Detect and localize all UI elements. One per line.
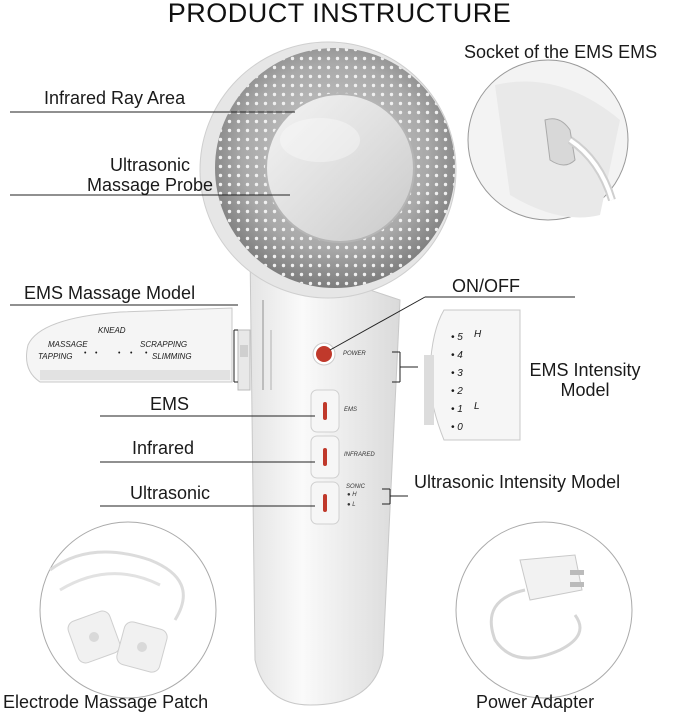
label-power-adapter: Power Adapter xyxy=(476,692,595,712)
label-ultrasonic-probe: Ultrasonic Massage Probe xyxy=(86,155,214,195)
device-sonic-l: ● L xyxy=(347,502,356,508)
device-ems-label: EMS xyxy=(344,407,358,413)
mode-dot: • xyxy=(95,350,98,357)
intensity-low: L xyxy=(474,401,480,412)
mode-knead: KNEAD xyxy=(98,326,126,335)
label-on-off: ON/OFF xyxy=(452,276,520,296)
mode-dot: • xyxy=(145,350,148,357)
label-ems-massage-model: EMS Massage Model xyxy=(24,283,196,303)
mode-massage: MASSAGE xyxy=(48,340,88,349)
intensity-level: • 2 xyxy=(451,386,463,397)
intensity-level: • 3 xyxy=(451,368,463,379)
intensity-levels: • 5 • 4 • 3 • 2 • 1 • 0 xyxy=(451,329,463,437)
mode-dot: • xyxy=(130,350,133,357)
intensity-level: • 0 xyxy=(451,422,463,433)
label-ems-intensity: EMS Intensity Model xyxy=(529,360,641,400)
mode-slimming: SLIMMING xyxy=(152,352,192,361)
ultrasonic-probe xyxy=(265,93,415,243)
intensity-level: • 4 xyxy=(451,350,463,361)
device-sonic-h: ● H xyxy=(347,492,357,498)
electrode-patch-inset xyxy=(39,521,217,699)
device-infrared-label: INFRARED xyxy=(344,452,375,458)
mode-tapping: TAPPING xyxy=(38,352,73,361)
device-sonic-label: SONIC xyxy=(346,484,366,490)
mode-switch xyxy=(237,329,251,391)
intensity-level: • 1 xyxy=(451,404,463,415)
mode-scrapping: SCRAPPING xyxy=(140,340,188,349)
label-ultrasonic-intensity: Ultrasonic Intensity Model xyxy=(414,472,621,492)
mode-dot: • xyxy=(84,350,87,357)
intensity-level: • 5 xyxy=(451,332,463,343)
page-title: PRODUCT INSTRUCTURE xyxy=(167,0,512,28)
mode-dot: • xyxy=(118,350,121,357)
power-adapter-inset xyxy=(455,521,633,699)
label-infrared-ray-area: Infrared Ray Area xyxy=(44,88,186,108)
label-infrared: Infrared xyxy=(132,438,195,458)
intensity-high: H xyxy=(474,329,482,340)
label-electrode-patch: Electrode Massage Patch xyxy=(3,692,209,712)
label-socket: Socket of the EMS EMS xyxy=(464,42,658,62)
device-power-label: POWER xyxy=(343,351,366,357)
label-ems: EMS xyxy=(150,394,190,414)
label-ultrasonic: Ultrasonic xyxy=(130,483,211,503)
mode-inset xyxy=(26,307,233,383)
